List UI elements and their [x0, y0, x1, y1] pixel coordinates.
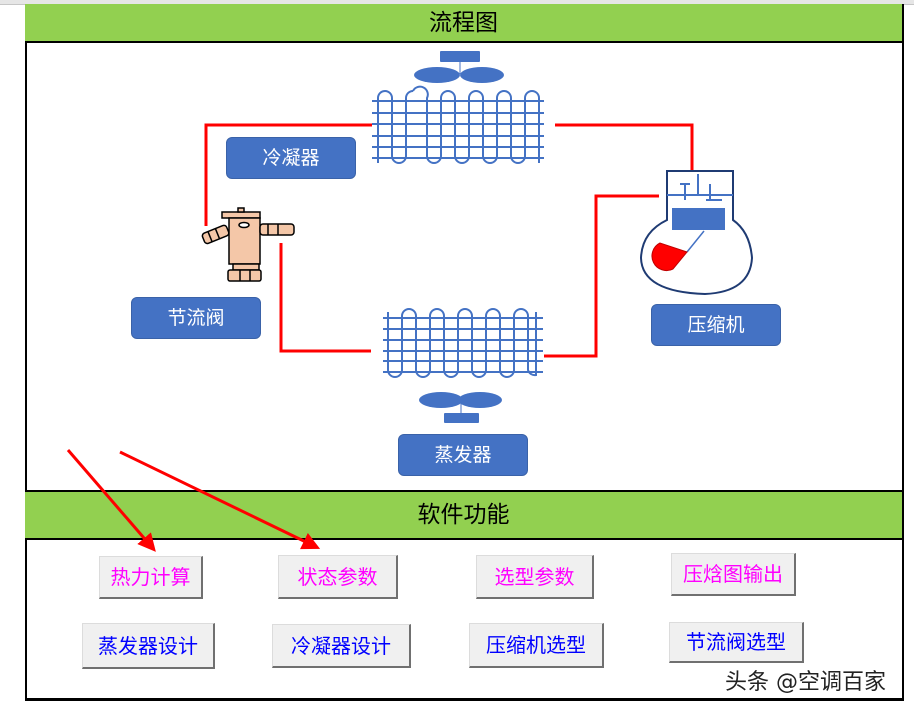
condenser-coil-icon [372, 85, 544, 164]
ph-chart-output-button[interactable]: 压焓图输出 [671, 553, 796, 596]
selection-params-button[interactable]: 选型参数 [476, 555, 594, 599]
evaporator-design-button[interactable]: 蒸发器设计 [82, 623, 215, 669]
condenser-label[interactable]: 冷凝器 [226, 137, 356, 179]
thermal-calc-button[interactable]: 热力计算 [99, 556, 203, 599]
annotation-arrows [66, 449, 321, 552]
valve-selection-button[interactable]: 节流阀选型 [669, 622, 804, 663]
evaporator-coil-icon [383, 308, 543, 378]
sheet-frame [25, 4, 904, 701]
pipe-evaporator-to-compressor [544, 194, 659, 358]
condenser-fan-icon [414, 51, 504, 83]
refrigerant-pipes [204, 123, 694, 358]
compressor-label[interactable]: 压缩机 [651, 304, 781, 346]
functions-title: 软件功能 [25, 490, 902, 540]
compressor-icon [639, 170, 754, 296]
evaporator-label[interactable]: 蒸发器 [398, 434, 528, 476]
pipe-valve-to-evaporator [279, 243, 371, 353]
compressor-selection-button[interactable]: 压缩机选型 [469, 623, 604, 668]
arrow-to-thermal-calc [66, 449, 156, 552]
flowchart-title: 流程图 [25, 4, 902, 43]
expansion-valve-icon [201, 207, 295, 282]
arrow-to-state-params [119, 450, 321, 550]
evaporator-fan-icon [419, 392, 502, 423]
pipe-condenser-to-valve [204, 123, 372, 226]
expansion-valve-label[interactable]: 节流阀 [131, 297, 261, 339]
watermark: 头条 @空调百家 [725, 670, 886, 695]
state-params-button[interactable]: 状态参数 [278, 555, 398, 599]
condenser-design-button[interactable]: 冷凝器设计 [272, 624, 411, 668]
pipe-compressor-to-condenser [555, 123, 694, 172]
